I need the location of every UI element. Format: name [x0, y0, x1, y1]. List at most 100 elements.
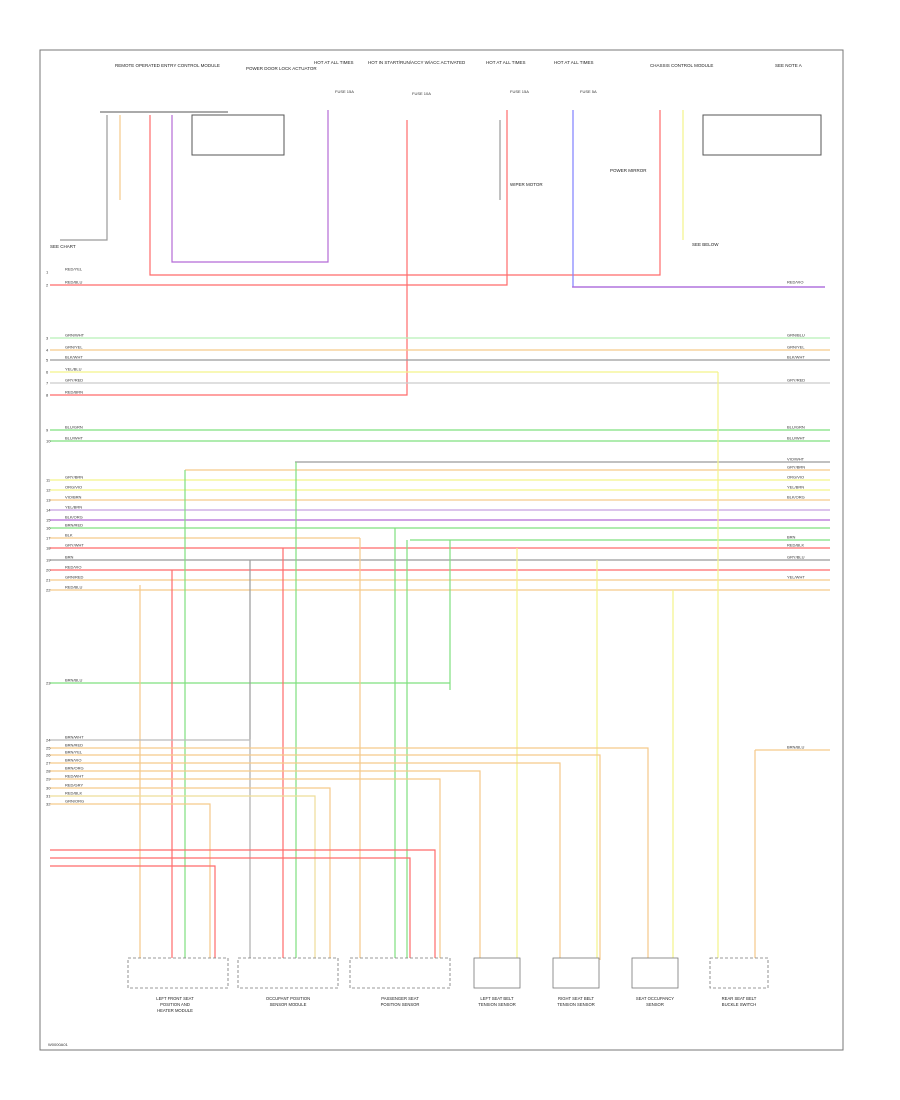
wire-index: 22	[46, 588, 51, 593]
component-box	[127, 957, 229, 989]
component-box	[552, 957, 600, 989]
wire-color-label: GRN/ORG	[65, 799, 84, 804]
wire-lower-harness	[50, 739, 251, 960]
splice-label: POWER MIRROR	[610, 168, 647, 173]
wire-lower-harness	[50, 778, 441, 960]
top-label: REMOTE OPERATED ENTRY CONTROL MODULE	[115, 63, 220, 68]
component-box	[349, 957, 451, 989]
fuse-label: FUSE 15A	[510, 89, 529, 94]
wire-color-label: BLK/WHT	[787, 355, 805, 360]
wire-color-label: RED/YEL	[65, 267, 83, 272]
wire-color-label: RED/GRY	[65, 783, 83, 788]
wire-lower-harness	[50, 795, 316, 960]
wire-lower-harness	[50, 803, 211, 960]
top-label: HOT AT ALL TIMES	[314, 60, 354, 65]
wire-index: 5	[46, 358, 49, 363]
connector-box	[191, 114, 285, 156]
wire-color-label: BRN/YEL	[65, 750, 83, 755]
diagram-frame	[39, 49, 844, 1051]
wire-gray-left	[60, 115, 108, 241]
wire-index: 31	[46, 794, 51, 799]
wire-color-label: RED/BLK	[65, 791, 82, 796]
component-label: SENSOR MODULE	[270, 1002, 307, 1007]
wire-index: 6	[46, 370, 49, 375]
fuse-label: FUSE 5A	[580, 89, 597, 94]
wire-color-label: BRN/BLU	[65, 678, 82, 683]
wire-color-label: VIO/BRN	[65, 495, 82, 500]
wire-color-label: RED/BLK	[787, 543, 804, 548]
wire-index: 3	[46, 336, 49, 341]
component-label: POSITION SENSOR	[381, 1002, 420, 1007]
wire-color-label: RED/BRN	[65, 390, 83, 395]
component-label: OCCUPANT POSITION	[266, 996, 310, 1001]
wire-color-label: RED/VIO	[787, 280, 803, 285]
wire-lower-harness	[50, 747, 649, 960]
wire-color-label: ORG/VIO	[787, 475, 804, 480]
top-label-group: REMOTE OPERATED ENTRY CONTROL MODULE POW…	[115, 60, 802, 71]
wire-color-label: RED/BLU	[65, 585, 82, 590]
component-label: LEFT FRONT SEAT	[156, 996, 194, 1001]
wire-index: 4	[46, 348, 49, 353]
component-label: TENSION SENSOR	[557, 1002, 594, 1007]
splice-label-group: SEE CHART WIPER MOTOR POWER MIRROR SEE B…	[50, 168, 719, 249]
component-label: BUCKLE SWITCH	[722, 1002, 756, 1007]
wire-index: 28	[46, 769, 51, 774]
wire-index: 24	[46, 738, 51, 743]
wire-index: 25	[46, 746, 51, 751]
component-label: REAR SEAT BELT	[722, 996, 757, 1001]
wire-index: 15	[46, 518, 51, 523]
fuse-label: FUSE 15A	[335, 89, 354, 94]
connector-box	[702, 114, 822, 156]
component-box	[631, 957, 679, 989]
wire-blue	[572, 110, 825, 288]
wire-color-label: GRN/YEL	[65, 345, 83, 350]
wire-lower-harness	[50, 770, 481, 960]
wire-color-label: GRN/WHT	[65, 333, 85, 338]
wire-index: 21	[46, 578, 51, 583]
wire-color-label: BRN/WHT	[65, 735, 84, 740]
wire-color-label: YEL/BRN	[65, 505, 82, 510]
top-label: SEE NOTE A	[775, 63, 802, 68]
wire-index: 10	[46, 439, 51, 444]
right-wire-label-group: RED/VIOGRN/BLUGRN/YELBLK/WHTGRY/REDBLU/G…	[787, 280, 806, 750]
wire-index: 23	[46, 681, 51, 686]
wire-power-red	[149, 110, 661, 276]
wire-index: 14	[46, 508, 51, 513]
wire-index: 9	[46, 428, 49, 433]
fuse-label-group: FUSE 15A FUSE 10A FUSE 15A FUSE 5A	[335, 89, 597, 96]
component-label: POSITION AND	[160, 1002, 190, 1007]
wire-red-drop	[50, 120, 408, 396]
wire-index: 17	[46, 536, 51, 541]
wire-lower-harness	[50, 754, 601, 960]
wire-color-label: BLU/WHT	[65, 436, 84, 441]
component-label: LEFT SEAT BELT	[480, 996, 514, 1001]
wire-index: 8	[46, 393, 49, 398]
wire-color-label: ORG/VIO	[65, 485, 82, 490]
top-label: CHASSIS CONTROL MODULE	[650, 63, 713, 68]
left-wire-label-group: RED/YEL1RED/BLU2GRN/WHT3GRN/YEL4BLK/WHT5…	[46, 267, 85, 807]
wire-color-label: VIO/WHT	[787, 457, 805, 462]
wire-index: 30	[46, 786, 51, 791]
wire-color-label: GRN/RED	[65, 575, 84, 580]
top-connectors	[100, 111, 822, 156]
wire-index: 29	[46, 777, 51, 782]
wire-color-label: BLU/WHT	[787, 436, 806, 441]
wire-color-label: BRN/RED	[65, 743, 83, 748]
wire-color-label: GRY/RED	[787, 378, 805, 383]
footer-code: W0000A01	[48, 1042, 69, 1047]
wire-group	[50, 110, 830, 960]
wire-index: 16	[46, 526, 51, 531]
wire-index: 32	[46, 802, 51, 807]
wire-color-label: BRN/RED	[65, 523, 83, 528]
wire-color-label: BRN	[787, 535, 796, 540]
component-label: PASSENGER SEAT	[381, 996, 419, 1001]
wire-index: 26	[46, 753, 51, 758]
component-label: HEATER MODULE	[157, 1008, 193, 1013]
wire-index: 2	[46, 283, 49, 288]
wire-color-label: GRY/BRN	[787, 465, 805, 470]
wire-color-label: GRY/BLU	[787, 555, 805, 560]
top-label: HOT IN START/RUN/ACCY W/ACC ACTIVATED	[368, 60, 466, 65]
component-label: RIGHT SEAT BELT	[558, 996, 594, 1001]
